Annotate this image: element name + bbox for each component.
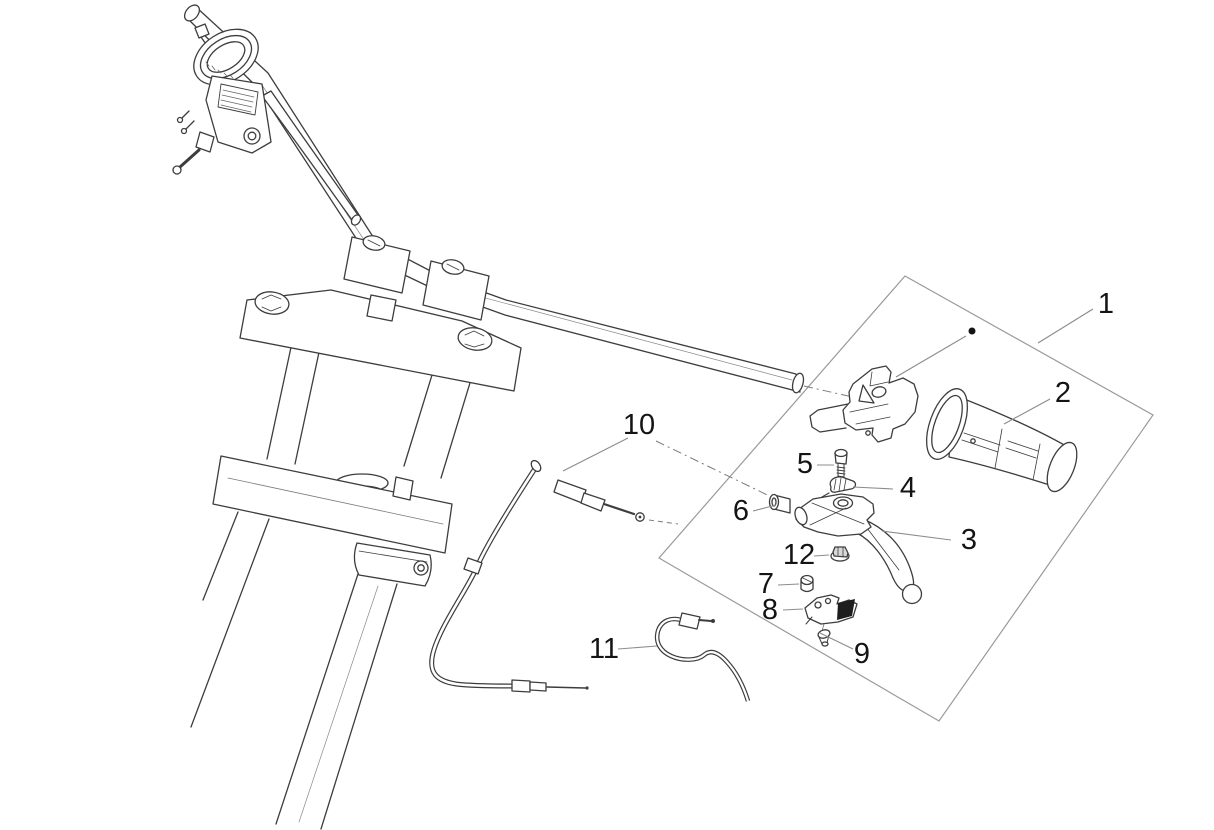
leader-line-6 [752,504,777,512]
leader-line-1 [1037,308,1094,344]
screw-5 [834,448,848,479]
throttle-grip [925,388,1078,493]
upper-triple-clamp [239,289,522,392]
callout-label-3[interactable]: 3 [961,524,977,556]
callout-label-7[interactable]: 7 [758,568,774,600]
leader-line-3 [881,530,952,541]
front-fork [190,289,522,830]
handlebar-risers [343,235,490,321]
dot-callout-marker[interactable] [968,327,976,335]
flange-nut-12 [830,546,850,562]
lever-ball-end [901,583,923,605]
clutch-lever-assembly [794,493,923,605]
callout-label-6[interactable]: 6 [733,495,749,527]
centerlines [648,385,858,525]
leader-line-8 [782,608,804,611]
leader-line-7 [777,583,800,586]
banjo-fitting [195,131,215,153]
leader-line-2 [1003,398,1051,425]
callout-label-9[interactable]: 9 [854,638,870,670]
clutch-cable [429,459,645,693]
callout-label-10[interactable]: 10 [623,409,655,441]
bushing-6 [768,493,791,514]
handlebar-end [791,372,805,394]
callout-label-1[interactable]: 1 [1098,288,1114,320]
mc-warning-label [217,83,259,116]
hot-start-lever-8 [804,594,858,632]
brake-master-cylinder [172,23,272,175]
callout-label-8[interactable]: 8 [762,594,778,626]
leader-line-11 [617,645,658,650]
handlebar-left-end [183,4,201,22]
leader-line-12 [813,554,830,557]
brake-lever [261,90,362,226]
leader-line-10 [562,437,629,472]
spring-clip-4 [821,476,857,498]
group-1-boundary-box [658,275,1154,722]
callout-label-11[interactable]: 11 [589,633,619,665]
callout-label-4[interactable]: 4 [900,472,916,504]
leader-line-dot [895,335,967,378]
leader-line-4 [852,486,894,490]
bushing-7 [800,574,814,593]
callout-label-2[interactable]: 2 [1055,377,1071,409]
callout-label-12[interactable]: 12 [783,539,815,571]
lower-triple-clamp [212,455,453,554]
throttle-housing [809,365,919,443]
leader-line-9 [819,632,854,650]
callout-label-5[interactable]: 5 [797,448,813,480]
cable-adjuster [553,479,587,504]
short-cable [654,612,751,702]
